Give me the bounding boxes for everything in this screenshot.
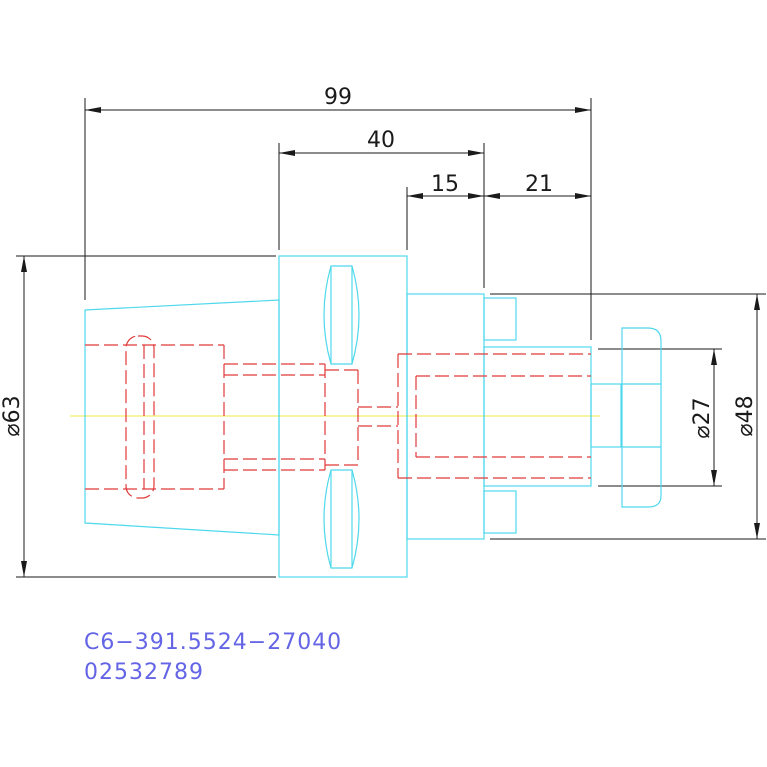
dim-step-length: 15	[431, 172, 459, 197]
part-number: 02532789	[84, 660, 204, 685]
part-code: C6−391.5524−27040	[84, 630, 342, 655]
hidden-lines	[85, 335, 591, 499]
dim-pilot-length: 21	[525, 172, 553, 197]
dim-pilot-diameter: ⌀27	[690, 397, 715, 438]
dimension-lines	[16, 98, 766, 578]
drive-slot-bottom	[323, 469, 360, 569]
drive-slot-top	[323, 265, 360, 365]
dim-flange-length: 40	[367, 128, 395, 153]
lug-bottom	[483, 490, 517, 534]
screw-shaft	[590, 383, 622, 448]
dim-flange-diameter: ⌀63	[0, 395, 25, 436]
taper-shank	[84, 299, 280, 536]
dimension-arrows	[21, 107, 760, 577]
dim-overall-length: 99	[324, 85, 352, 110]
dim-shank-diameter: ⌀48	[733, 395, 758, 436]
lug-top	[483, 297, 517, 341]
screw-head	[621, 327, 662, 508]
part-outline	[84, 255, 662, 578]
